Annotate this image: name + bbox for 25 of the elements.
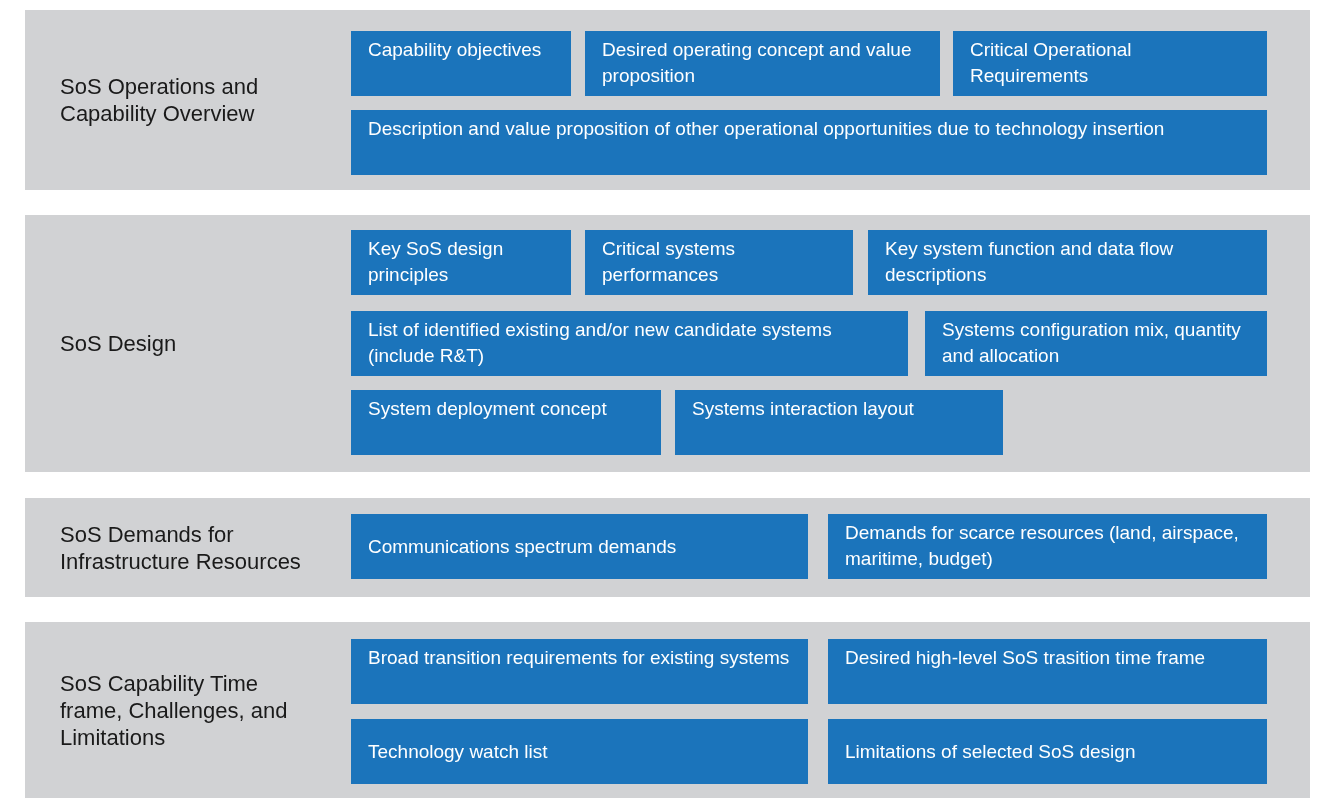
item-box: List of identified existing and/or new candidate systems (include R&T) xyxy=(351,311,908,376)
section-band xyxy=(25,215,1310,472)
item-box: Critical Operational Requirements xyxy=(953,31,1267,96)
item-box: System deployment concept xyxy=(351,390,661,455)
item-box: Broad transition requirements for existing systems xyxy=(351,639,808,704)
item-box: Communications spectrum demands xyxy=(351,514,808,579)
item-box: Key SoS design principles xyxy=(351,230,571,295)
item-box: Critical systems performances xyxy=(585,230,853,295)
section-heading: SoS Capability Time frame, Challenges, and Limitations xyxy=(60,669,289,751)
section-heading: SoS Design xyxy=(60,330,177,357)
item-box: Systems interaction layout xyxy=(675,390,1003,455)
item-box: Demands for scarce resources (land, airspace, maritime, budget) xyxy=(828,514,1267,579)
item-box: Limitations of selected SoS design xyxy=(828,719,1267,784)
section-heading: SoS Demands for Infrastructure Resources xyxy=(60,520,302,575)
item-box: Capability objectives xyxy=(351,31,571,96)
item-box: Technology watch list xyxy=(351,719,808,784)
item-box: Desired operating concept and value proposition xyxy=(585,31,940,96)
section-band xyxy=(25,498,1310,597)
section-band xyxy=(25,10,1310,190)
section-heading: SoS Operations and Capability Overview xyxy=(60,73,260,127)
item-box: Desired high-level SoS trasition time frame xyxy=(828,639,1267,704)
item-box: Description and value proposition of other operational opportunities due to technology insertion xyxy=(351,110,1267,175)
section-band xyxy=(25,622,1310,798)
item-box: Key system function and data flow descriptions xyxy=(868,230,1267,295)
item-box: Systems configuration mix, quantity and allocation xyxy=(925,311,1267,376)
